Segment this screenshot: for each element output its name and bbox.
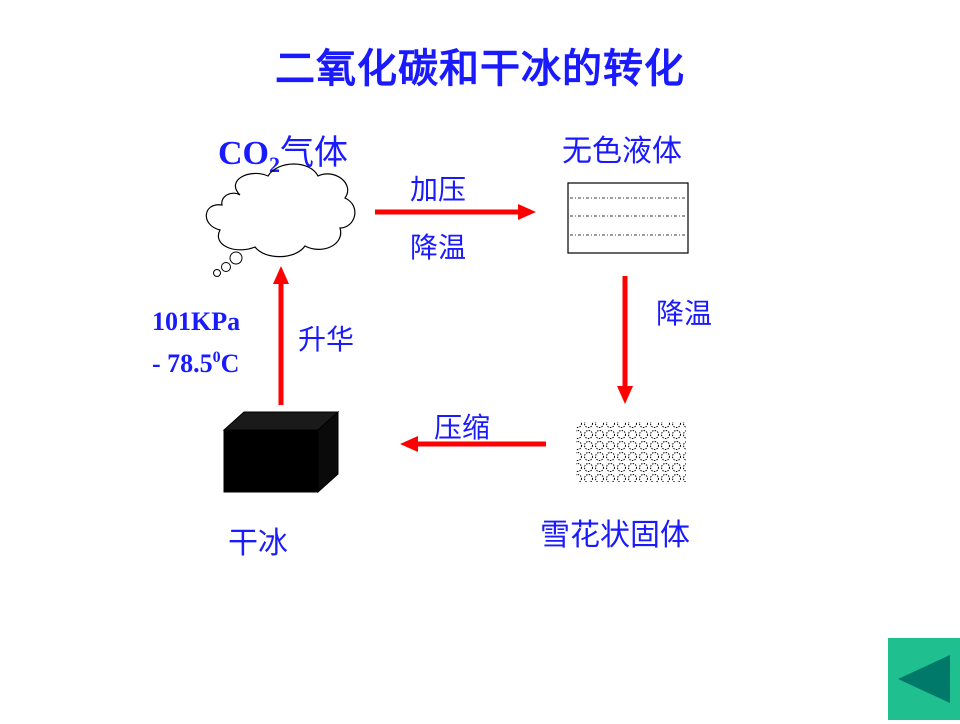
conditions-label: 101KPa - 78.50C [152,304,240,382]
cloud-icon [205,163,356,277]
co2-suffix: 气体 [280,133,348,173]
temperature-degree: 0 [212,349,221,366]
temperature-value: - 78.50C [152,340,240,382]
arrow-liquid-to-solid [617,276,633,404]
co2-subscript: 2 [269,152,280,177]
arrow-dryice-to-gas [273,266,289,405]
co2-formula: CO [218,135,269,172]
liquid-label: 无色液体 [562,134,682,169]
cool-label-right: 降温 [656,297,713,330]
dry-ice-block [222,410,340,494]
temperature-number: - 78.5 [152,349,213,378]
arrow-solid-to-dryice [400,436,546,452]
sublimation-label: 升华 [298,323,355,356]
dry-ice-label: 干冰 [228,526,288,561]
snow-solid-icon [576,422,686,482]
arrow-gas-to-liquid [375,204,536,220]
co2-gas-label: CO2气体 [218,125,348,178]
back-triangle-icon [898,655,950,703]
back-button[interactable] [888,638,960,720]
liquid-container [567,182,689,254]
cool-label-top: 降温 [410,231,467,264]
snow-solid-label: 雪花状固体 [540,518,690,553]
compress-label: 压缩 [434,411,491,444]
pressure-value: 101KPa [152,307,241,336]
page-title: 二氧化碳和干冰的转化 [275,46,685,92]
temperature-unit: C [220,349,240,378]
pressurize-label: 加压 [410,173,467,206]
